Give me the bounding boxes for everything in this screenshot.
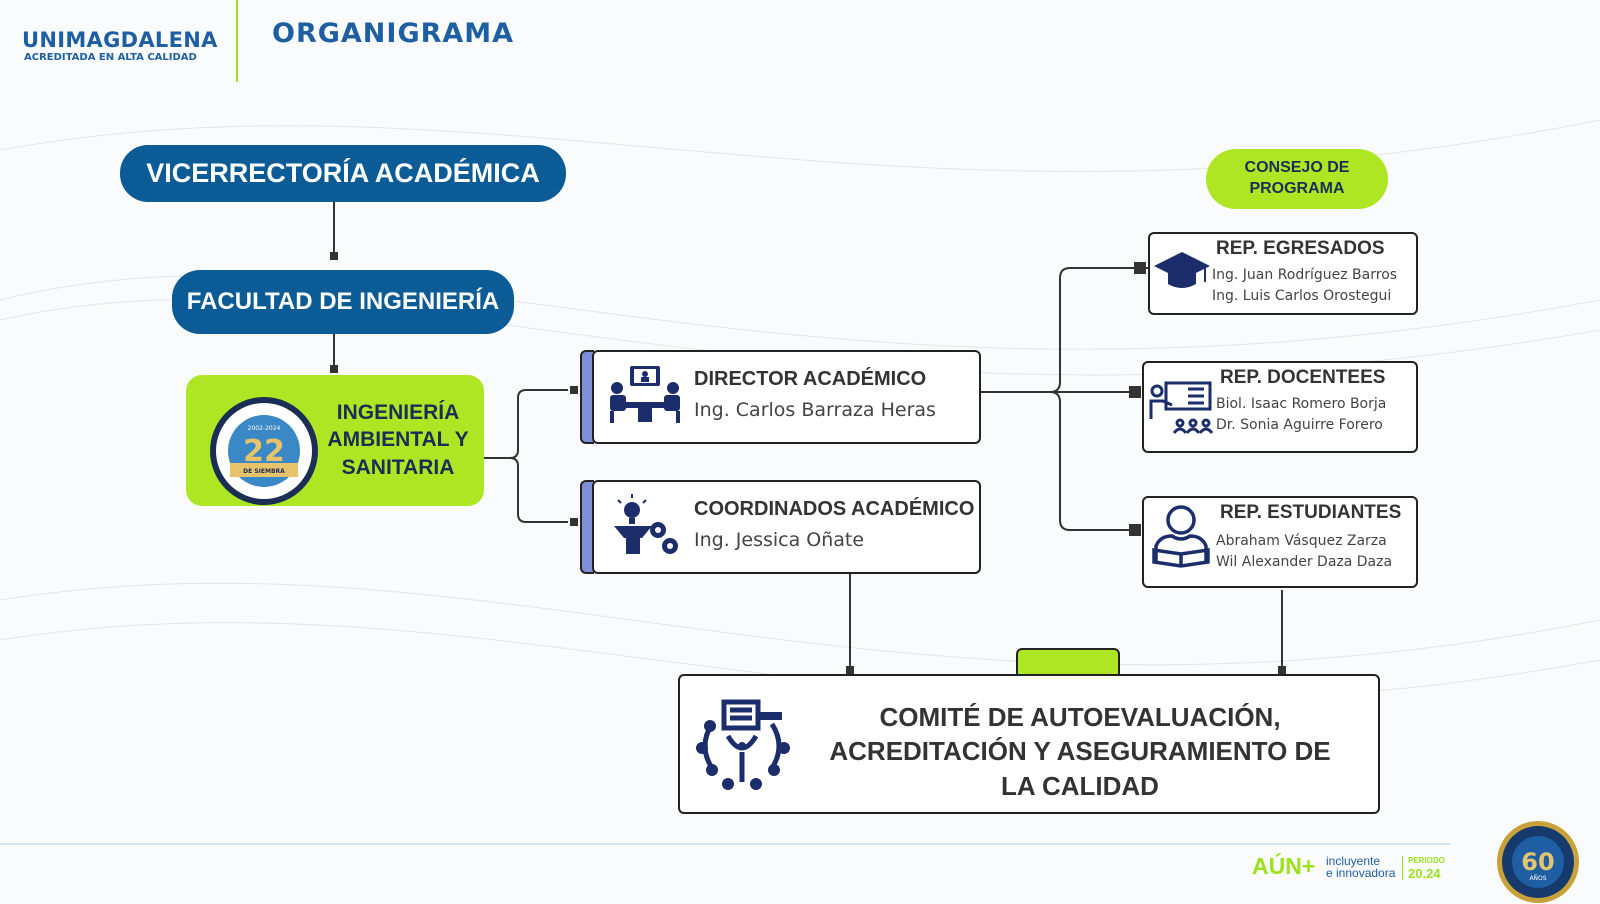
- footer-period-value: 20.24: [1408, 866, 1441, 881]
- program-name-line-2: AMBIENTAL Y: [327, 428, 469, 452]
- comite-line-1: COMITÉ DE AUTOEVALUACIÓN,: [879, 702, 1281, 732]
- estudiantes-member-1: Abraham Vásquez Zarza: [1216, 533, 1387, 549]
- footer-divider: [1402, 856, 1403, 880]
- coordinador-node: COORDINADOS ACADÉMICO Ing. Jessica Oñate: [592, 480, 981, 574]
- facultad-node: FACULTAD DE INGENIERÍA: [172, 270, 514, 334]
- comite-title: COMITÉ DE AUTOEVALUACIÓN, ACREDITACIÓN Y…: [800, 700, 1360, 803]
- teacher-icon: [1149, 381, 1214, 434]
- footer-slogan-main: AÚN+: [1252, 853, 1316, 879]
- director-title: DIRECTOR ACADÉMICO: [694, 368, 927, 390]
- egresados-member-2: Ing. Luis Carlos Orostegui: [1212, 288, 1392, 304]
- comite-line-3: LA CALIDAD: [1001, 770, 1159, 801]
- program-seal-tag: DE SIEMBRA: [243, 468, 285, 475]
- rep-estudiantes-node: REP. ESTUDIANTES Abraham Vásquez Zarza W…: [1142, 496, 1418, 588]
- program-seal-dates: 2002-2024: [248, 425, 281, 432]
- docentes-member-2: Dr. Sonia Aguirre Forero: [1216, 417, 1383, 433]
- brand-name: UNIMAGDALENA: [22, 28, 218, 52]
- consejo-programa-badge: CONSEJO DE PROGRAMA: [1206, 149, 1388, 209]
- comite-line-2: ACREDITACIÓN Y ASEGURAMIENTO DE: [829, 736, 1331, 767]
- anniversary-seal-number: 60: [1521, 848, 1554, 876]
- coordinador-accent-bar: [580, 480, 594, 574]
- coordinador-name: Ing. Jessica Oñate: [694, 529, 865, 551]
- director-accent-bar: [580, 350, 594, 444]
- estudiantes-title: REP. ESTUDIANTES: [1220, 502, 1402, 523]
- program-seal-number: 22: [243, 434, 285, 469]
- comite-node: COMITÉ DE AUTOEVALUACIÓN, ACREDITACIÓN Y…: [678, 674, 1380, 814]
- program-name: INGENIERÍA AMBIENTAL Y SANITARIA: [318, 399, 478, 481]
- docentes-member-1: Biol. Isaac Romero Borja: [1216, 396, 1387, 412]
- egresados-title: REP. EGRESADOS: [1216, 238, 1385, 259]
- brand-tagline: ACREDITADA EN ALTA CALIDAD: [24, 52, 197, 63]
- footer-slogan-line-1: incluyente: [1326, 854, 1381, 868]
- program-seal-icon: 22 2002-2024 DE SIEMBRA: [210, 397, 318, 505]
- anniversary-seal-icon: 60 AÑOS: [1497, 821, 1579, 903]
- footer-period-label: PERIODO: [1408, 856, 1445, 865]
- meeting-icon: [610, 366, 680, 423]
- director-node: DIRECTOR ACADÉMICO Ing. Carlos Barraza H…: [592, 350, 981, 444]
- consejo-line-1: CONSEJO DE: [1244, 159, 1350, 177]
- coordinador-title: COORDINADOS ACADÉMICO: [694, 498, 975, 520]
- consejo-line-2: PROGRAMA: [1249, 180, 1345, 197]
- rep-egresados-node: REP. EGRESADOS Ing. Juan Rodríguez Barro…: [1148, 232, 1418, 315]
- anniversary-seal-years: AÑOS: [1529, 875, 1546, 882]
- estudiantes-member-2: Wil Alexander Daza Daza: [1216, 554, 1393, 570]
- program-name-line-1: INGENIERÍA: [336, 401, 460, 424]
- graduation-cap-icon: [1154, 252, 1210, 288]
- header-divider: [236, 0, 238, 82]
- student-reading-icon: [1152, 505, 1210, 568]
- idea-gears-icon: [614, 494, 678, 554]
- footer-slogan-line-2: e innovadora: [1326, 866, 1396, 880]
- docentes-title: REP. DOCENTEES: [1220, 367, 1386, 388]
- rep-docentes-node: REP. DOCENTEES Biol. Isaac Romero Borja …: [1142, 361, 1418, 453]
- egresados-member-1: Ing. Juan Rodríguez Barros: [1212, 267, 1398, 283]
- director-name: Ing. Carlos Barraza Heras: [694, 399, 936, 421]
- program-name-line-3: SANITARIA: [341, 455, 455, 479]
- quality-committee-icon: [696, 699, 790, 790]
- vicerrectoria-node: VICERRECTORÍA ACADÉMICA: [120, 145, 566, 202]
- page-title: ORGANIGRAMA: [272, 18, 515, 49]
